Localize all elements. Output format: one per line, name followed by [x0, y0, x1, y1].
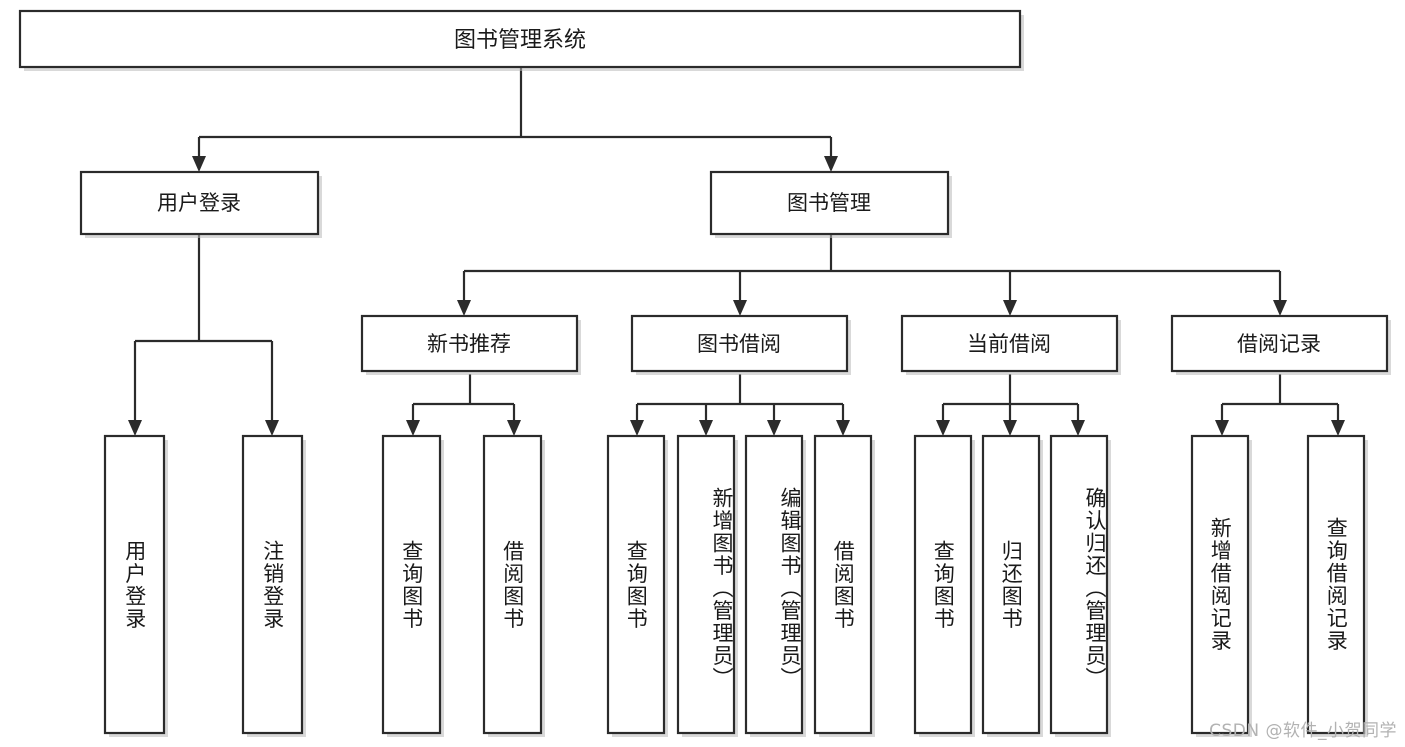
arrow-to-leaf-confirm-return	[1071, 420, 1085, 436]
arrow-to-leaf-add-book	[699, 420, 713, 436]
node-borrow-record-box[interactable]	[1170, 314, 1389, 373]
node-leaf-return-book[interactable]	[981, 434, 1043, 737]
node-book-mgmt-label: 图书管理	[787, 191, 871, 215]
node-current-borrow[interactable]: 当前借阅	[900, 314, 1121, 375]
node-leaf-borrow-book-2[interactable]	[813, 434, 875, 737]
node-leaf-add-record[interactable]	[1190, 434, 1252, 737]
node-leaf-confirm-return[interactable]	[1049, 434, 1111, 737]
node-leaf-borrow-book-1[interactable]	[482, 434, 545, 737]
arrow-to-user-login	[192, 156, 206, 172]
node-new-book-rec-label: 新书推荐	[427, 332, 511, 356]
arrow-to-book-borrow	[733, 300, 747, 316]
node-book-borrow-label: 图书借阅	[697, 332, 781, 356]
arrow-to-leaf-user-logout	[265, 420, 279, 436]
connector-group	[128, 67, 1345, 436]
csdn-watermark: CSDN @软件_小贺同学	[1209, 721, 1397, 741]
arrow-to-book-mgmt	[824, 156, 838, 172]
node-new-book-rec[interactable]: 新书推荐	[360, 314, 581, 375]
arrow-to-leaf-query-book-3	[936, 420, 950, 436]
node-book-borrow-box[interactable]	[630, 314, 849, 373]
arrow-to-leaf-borrow-book-1	[507, 420, 521, 436]
arrow-to-leaf-query-record	[1331, 420, 1345, 436]
arrow-to-leaf-query-book-1	[406, 420, 420, 436]
node-new-book-rec-box[interactable]	[360, 314, 579, 373]
node-book-borrow[interactable]: 图书借阅	[630, 314, 851, 375]
arrow-to-leaf-query-book-2	[630, 420, 644, 436]
node-leaf-borrow-book-2-box[interactable]	[813, 434, 873, 735]
node-user-login[interactable]: 用户登录	[79, 170, 322, 238]
arrow-to-current-borrow	[1003, 300, 1017, 316]
node-book-mgmt[interactable]: 图书管理	[709, 170, 952, 238]
node-leaf-query-book-3[interactable]	[913, 434, 975, 737]
node-leaf-query-book-2[interactable]	[606, 434, 668, 737]
arrow-to-leaf-return-book	[1003, 420, 1017, 436]
node-leaf-query-book-2-box[interactable]	[606, 434, 666, 735]
node-user-login-label: 用户登录	[157, 191, 241, 215]
arrow-to-leaf-user-login	[128, 420, 142, 436]
node-current-borrow-label: 当前借阅	[967, 332, 1051, 356]
node-leaf-edit-book-box[interactable]	[744, 434, 804, 735]
node-leaf-return-book-box[interactable]	[981, 434, 1041, 735]
node-leaf-user-logout-box[interactable]	[241, 434, 304, 735]
leaf-boxes-group	[103, 434, 1368, 737]
node-leaf-user-login[interactable]	[103, 434, 168, 737]
node-leaf-add-book[interactable]	[676, 434, 738, 737]
node-current-borrow-box[interactable]	[900, 314, 1119, 373]
node-root[interactable]: 图书管理系统	[18, 9, 1024, 71]
arrow-to-leaf-add-record	[1215, 420, 1229, 436]
node-book-mgmt-box[interactable]	[709, 170, 950, 236]
arrow-to-leaf-edit-book	[767, 420, 781, 436]
node-user-login-box[interactable]	[79, 170, 320, 236]
node-borrow-record[interactable]: 借阅记录	[1170, 314, 1391, 375]
node-leaf-add-book-box[interactable]	[676, 434, 736, 735]
node-leaf-query-record[interactable]	[1306, 434, 1368, 737]
arrow-to-new-book-rec	[457, 300, 471, 316]
node-leaf-query-book-3-box[interactable]	[913, 434, 973, 735]
node-leaf-query-record-box[interactable]	[1306, 434, 1366, 735]
node-leaf-query-book-1-box[interactable]	[381, 434, 442, 735]
arrow-to-leaf-borrow-book-2	[836, 420, 850, 436]
node-leaf-user-logout[interactable]	[241, 434, 306, 737]
node-leaf-edit-book[interactable]	[744, 434, 806, 737]
node-leaf-user-login-box[interactable]	[103, 434, 166, 735]
node-borrow-record-label: 借阅记录	[1237, 332, 1321, 356]
node-root-label: 图书管理系统	[454, 28, 586, 53]
node-leaf-add-record-box[interactable]	[1190, 434, 1250, 735]
arrow-to-borrow-record	[1273, 300, 1287, 316]
node-root-box[interactable]	[18, 9, 1022, 69]
node-leaf-confirm-return-box[interactable]	[1049, 434, 1109, 735]
node-leaf-query-book-1[interactable]	[381, 434, 444, 737]
node-leaf-borrow-book-1-box[interactable]	[482, 434, 543, 735]
